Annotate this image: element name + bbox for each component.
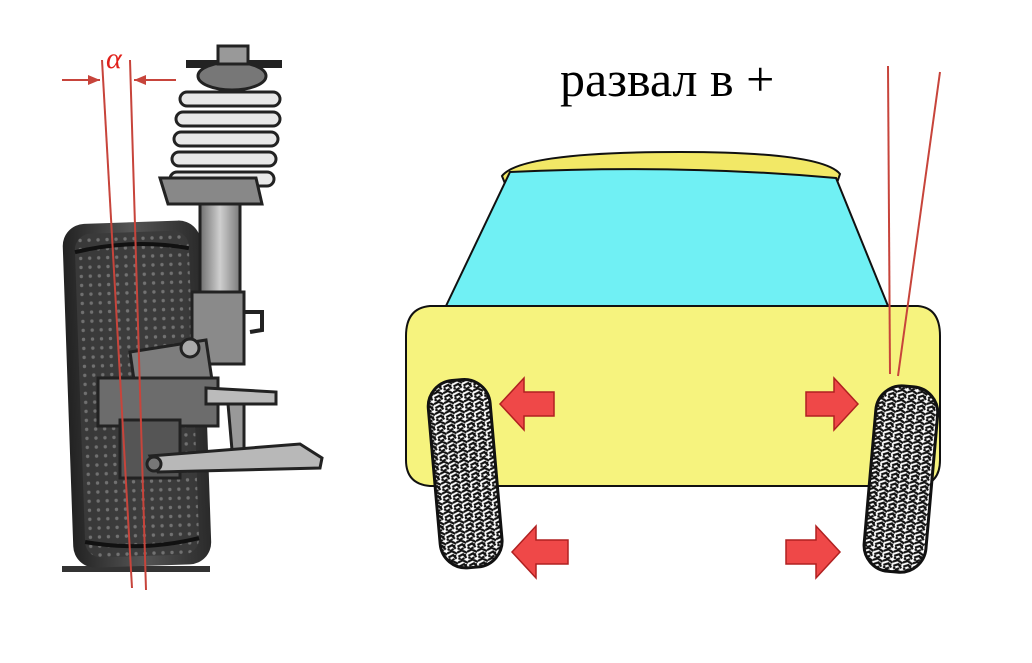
vertical-reference-line-right: [887, 65, 891, 375]
ground-line: [62, 566, 210, 572]
spring-seat: [157, 176, 264, 206]
right-wheel: [862, 384, 940, 574]
arrow-left-icon: [510, 524, 569, 580]
wheel-suspension-illustration: α: [62, 42, 324, 591]
strut-top-mount: [186, 44, 282, 92]
car-front-view: развал в +: [405, 51, 941, 580]
angle-dimension: [62, 75, 176, 85]
damper-body: [190, 290, 246, 366]
left-wheel: [426, 378, 504, 570]
control-arms: [145, 386, 324, 474]
arrow-left-icon: [498, 376, 555, 432]
camber-caption: развал в +: [560, 51, 774, 107]
coil-spring: [168, 90, 282, 188]
wheel-axis-line: [129, 59, 147, 591]
angle-label: α: [106, 42, 123, 75]
windshield: [444, 168, 890, 307]
wheel-axis-line-right: [897, 71, 941, 377]
brake-hose-bracket: [244, 310, 264, 334]
arrow-right-icon: [785, 524, 842, 580]
damper-tube: [198, 202, 242, 302]
vertical-reference-line: [101, 59, 133, 589]
arrow-right-icon: [805, 376, 860, 432]
